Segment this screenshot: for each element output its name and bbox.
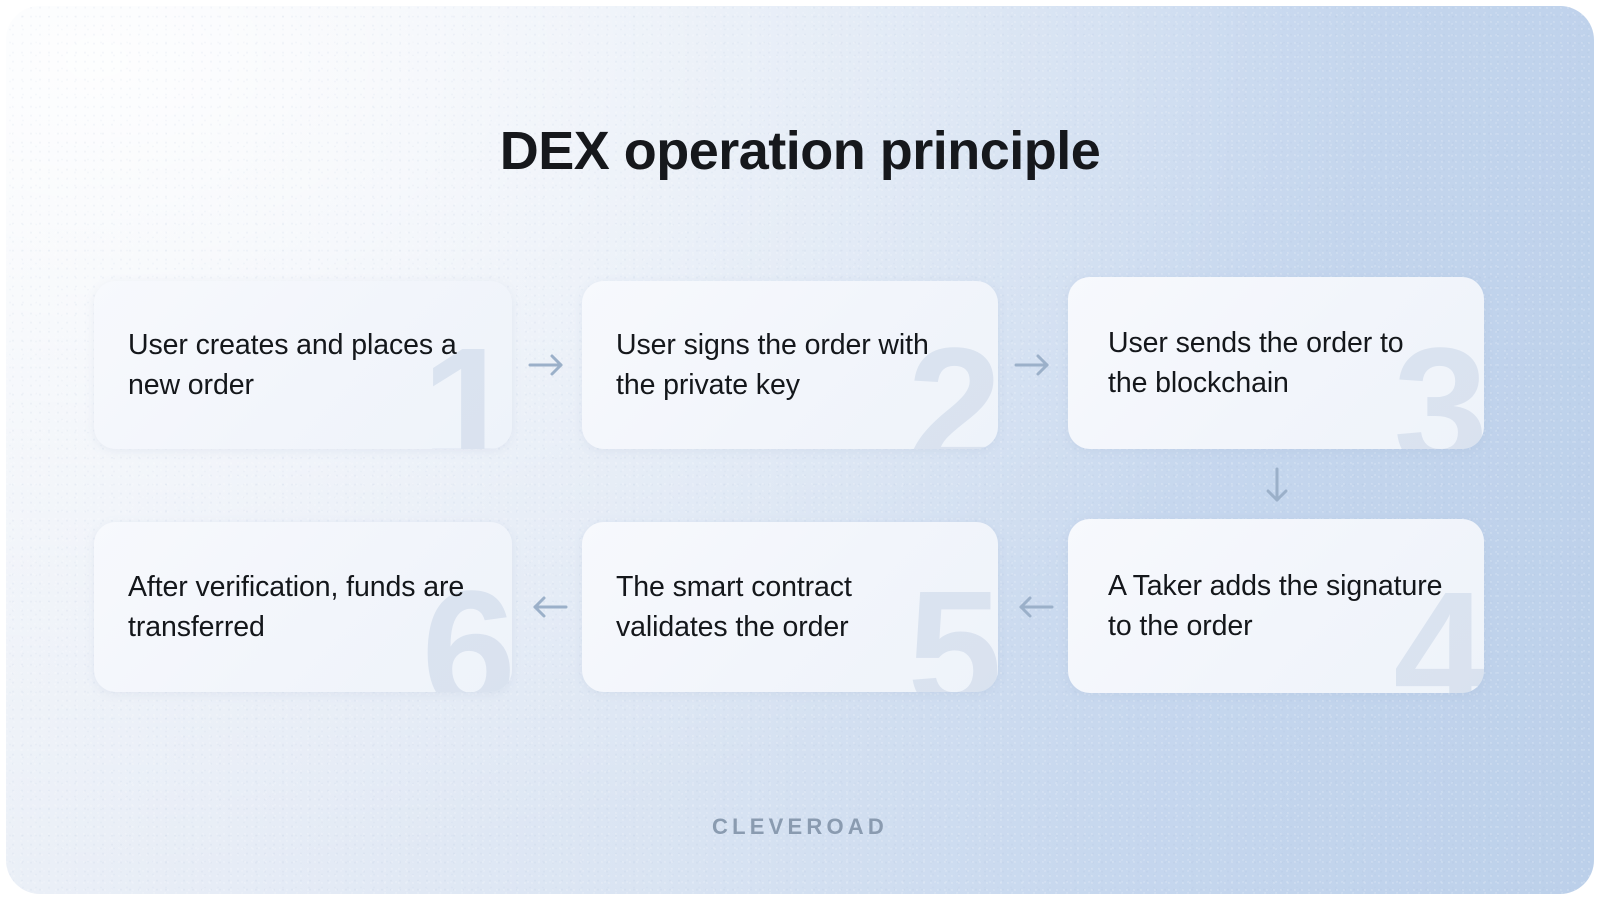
infographic-panel: DEX operation principle User creates and…: [6, 6, 1594, 894]
brand-logo-text: CLEVEROAD: [712, 814, 888, 839]
step-card-1-label: User creates and places a new order: [128, 329, 457, 401]
step-card-2-label: User signs the order with the private ke…: [616, 329, 929, 401]
arrow-right-icon-step2-to-step3: [1008, 340, 1060, 390]
step-card-4-label: A Taker adds the signature to the order: [1108, 570, 1443, 642]
arrow-left-icon-step5-to-step6: [522, 582, 574, 632]
step-card-5-label: The smart contract validates the order: [616, 571, 852, 643]
step-card-5: The smart contract validates the order 5: [582, 522, 998, 692]
page-title: DEX operation principle: [499, 121, 1101, 182]
step-card-6-label: After verification, funds are transferre…: [128, 571, 465, 643]
step-card-4: A Taker adds the signature to the order …: [1068, 519, 1484, 693]
arrow-down-icon-step3-to-step4: [1252, 462, 1302, 512]
step-card-2: User signs the order with the private ke…: [582, 281, 998, 449]
step-card-6: After verification, funds are transferre…: [94, 522, 512, 692]
step-card-3-label: User sends the order to the blockchain: [1108, 327, 1404, 399]
step-card-1: User creates and places a new order 1: [94, 281, 512, 449]
arrow-right-icon-step1-to-step2: [522, 340, 574, 390]
step-card-3: User sends the order to the blockchain 3: [1068, 277, 1484, 449]
arrow-left-icon-step4-to-step5: [1008, 582, 1060, 632]
